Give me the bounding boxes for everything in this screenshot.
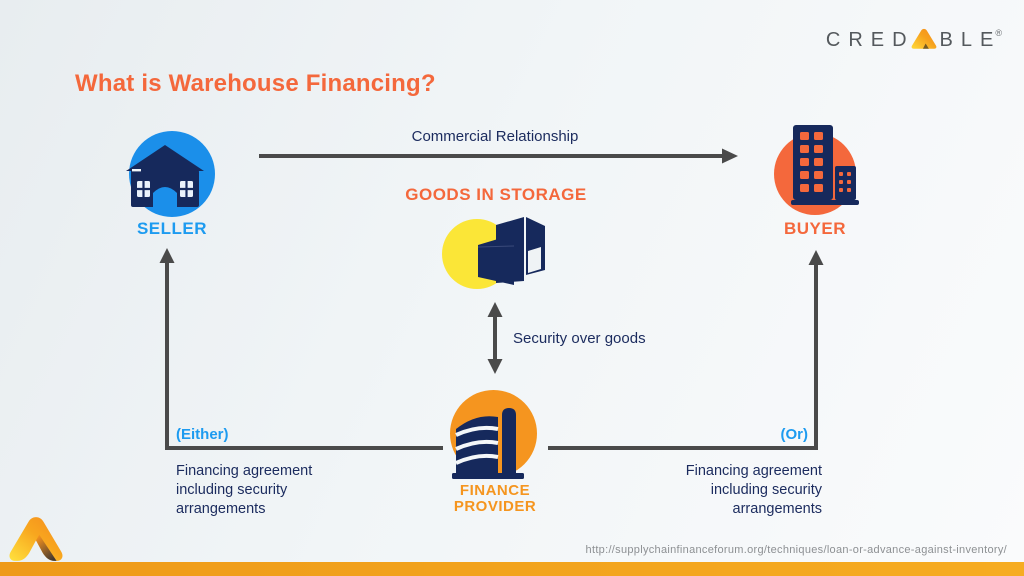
finance-provider-label: FINANCE PROVIDER (453, 482, 537, 515)
warehouse-icon (477, 217, 545, 285)
credable-logo: CRED BLE ® (826, 28, 1002, 52)
buyer-label: BUYER (783, 219, 846, 238)
security-arrowhead-down (487, 359, 503, 374)
note-line: including security (710, 482, 822, 498)
or-arrowhead (808, 250, 824, 265)
source-url: http://supplychainfinanceforum.org/techn… (585, 544, 1007, 556)
either-arrowhead (159, 248, 175, 263)
or-label: (Or) (780, 426, 809, 443)
house-icon (126, 145, 204, 207)
buildings-icon (791, 125, 859, 205)
either-label: (Either) (176, 426, 229, 443)
credable-logo-mark-icon (9, 517, 63, 561)
security-over-goods-label: Security over goods (513, 330, 646, 347)
seller-label: SELLER (136, 219, 208, 238)
commercial-arrowhead (722, 148, 738, 164)
left-financing-note: Financing agreement including security a… (176, 462, 312, 519)
note-line: Financing agreement (685, 463, 822, 479)
page-title: What is Warehouse Financing? (75, 70, 436, 98)
logo-text-pre: CRED (825, 28, 915, 51)
either-elbow-line (165, 262, 443, 450)
note-line: Financing agreement (176, 463, 313, 479)
note-line: arrangements (176, 501, 266, 517)
security-arrowhead-up (487, 302, 503, 317)
goods-in-storage-label: GOODS IN STORAGE (405, 185, 587, 204)
bank-building-icon (452, 408, 524, 479)
registered-mark: ® (995, 28, 1002, 38)
logo-text-post: BLE (939, 28, 1002, 51)
note-line: arrangements (732, 501, 822, 517)
credable-a-icon (911, 28, 936, 49)
bottom-accent-bar (0, 562, 1024, 576)
or-elbow-line (548, 264, 818, 450)
note-line: including security (176, 482, 288, 498)
right-financing-note: Financing agreement including security a… (658, 462, 822, 519)
commercial-relationship-label: Commercial Relationship (411, 128, 579, 145)
